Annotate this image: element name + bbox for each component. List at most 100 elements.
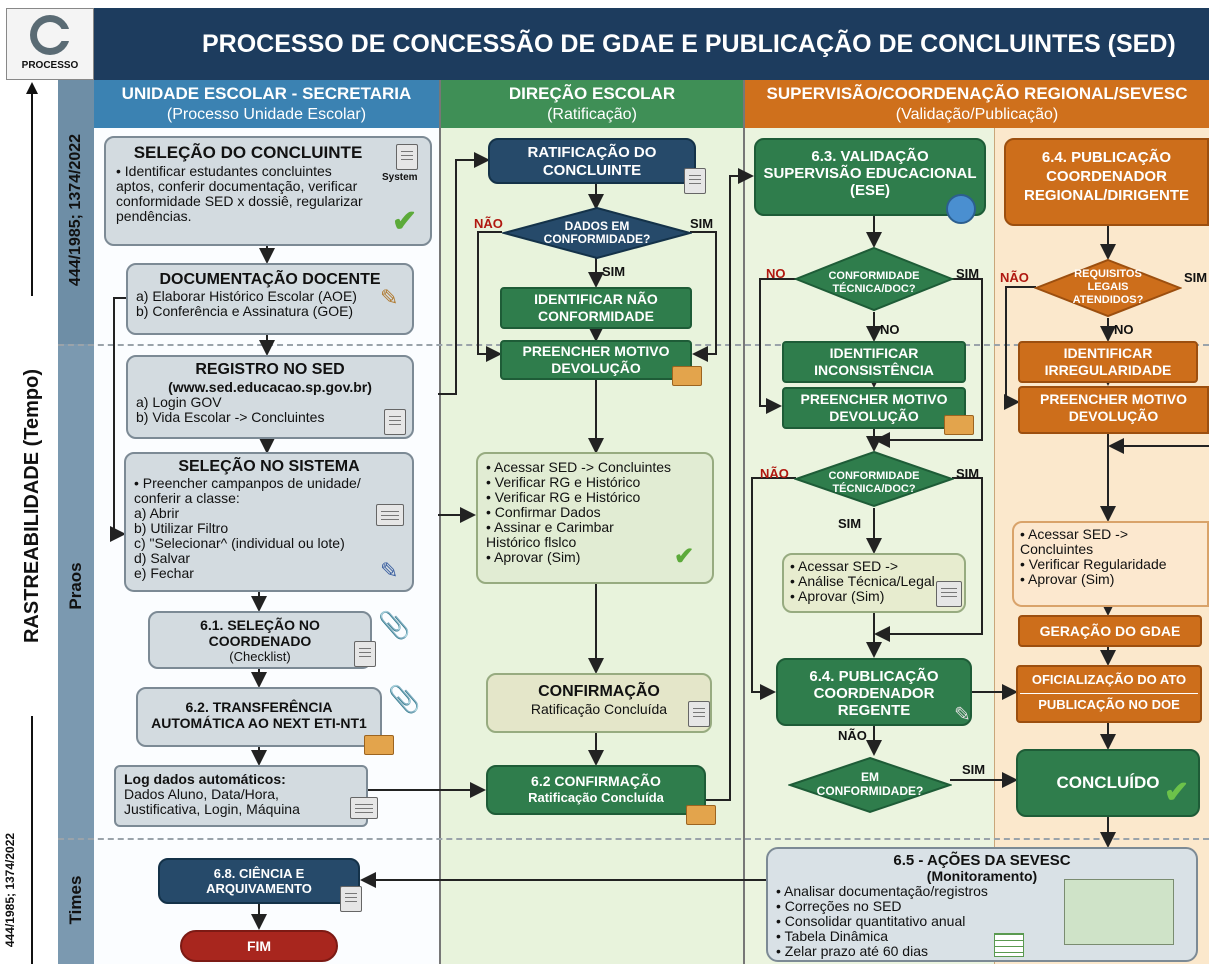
window-user-icon [376,504,404,526]
band-cell-praos: Praos [58,344,94,838]
band-cell-law: 444/1985; 1374/2022 [58,80,94,344]
checklist-icon: ✔ [674,543,695,570]
node-fim[interactable]: FIM [180,930,338,962]
edge-label-sim: SIM [956,266,980,281]
list-item: Preencher campanpos de unidade/ conferir… [134,476,390,506]
table-icon [994,933,1024,957]
node-title: SELEÇÃO NO SISTEMA [178,458,360,475]
node-log-dados[interactable]: Log dados automáticos: Dados Aluno, Data… [114,765,378,827]
edge-label-nao: NÃO [474,216,503,231]
document-icon [384,409,406,435]
node-title: 6.5 - AÇÕES DA SEVESC [893,852,1071,869]
decision-dados-conformidade[interactable] [502,206,692,260]
node-items: Identificar estudantes concluintes aptos… [116,164,420,224]
list-item: Verificar Regularidade [1020,557,1201,572]
decision-conformidade-tecnica-2[interactable] [794,450,954,508]
checklist-icon [684,168,706,194]
node-ratificacao-concluinte[interactable]: RATIFICAÇÃO DO CONCLUINTE [488,138,706,194]
node-checklist-regional[interactable]: Acessar SED -> Concluintes Verificar Reg… [1012,521,1209,607]
node-title: OFICIALIZAÇÃO DO ATO [1020,671,1198,694]
node-documentacao-docente[interactable]: DOCUMENTAÇÃO DOCENTE a) Elaborar Históri… [126,263,414,335]
pen-icon: ✎ [380,558,399,583]
node-checklist-direcao[interactable]: Acessar SED -> Concluintes Verificar RG … [476,452,714,584]
node-checklist-supervisao[interactable]: Acessar SED -> Análise Técnica/Legal Apr… [782,553,966,613]
node-title: IDENTIFICAR NÃO CONFORMIDADE [534,291,658,324]
decision-label: CONFORMIDADE TÉCNICA/DOC? [828,470,920,495]
lane-divider [994,128,995,964]
list-item: Identificar estudantes concluintes aptos… [116,164,370,224]
decision-em-conformidade[interactable] [788,756,952,814]
node-line: a) Elaborar Histórico Escolar (AOE) [136,288,357,304]
node-title: PREENCHER MOTIVO DEVOLUÇÃO [522,343,670,376]
edge-label-sim: SIM [690,216,714,231]
folder-icon [364,735,394,755]
node-title: 6.8. CIÊNCIA E ARQUIVAMENTO [206,866,312,896]
node-identificar-irregularidade[interactable]: IDENTIFICAR IRREGULARIDADE [1018,341,1198,383]
node-title: CONCLUÍDO [1056,773,1160,792]
lane-header-unidade: UNIDADE ESCOLAR - SECRETARIA (Processo U… [94,80,439,128]
node-concluido[interactable]: CONCLUÍDO ✔ [1016,749,1200,817]
node-line: a) Login GOV [136,394,222,410]
pencil-icon: ✎ [380,285,399,310]
band-cell-times: Times [58,838,94,964]
decision-requisitos-legais[interactable] [1034,258,1182,318]
node-title: 6.4. PUBLICAÇÃO COORDENADOR REGIONAL/DIR… [1023,149,1189,204]
node-6-8-ciencia-arquivamento[interactable]: 6.8. CIÊNCIA E ARQUIVAMENTO [158,858,362,912]
node-selecao-concluinte[interactable]: SELEÇÃO DO CONCLUINTE Identificar estuda… [104,136,432,246]
node-6-4-publicacao-dirigente[interactable]: 6.4. PUBLICAÇÃO COORDENADOR REGIONAL/DIR… [1004,138,1209,226]
node-6-4-publicacao-regente[interactable]: 6.4. PUBLICAÇÃO COORDENADOR REGENTE ✎ [776,658,972,726]
list-item: Zelar prazo até 60 dias [776,944,1188,959]
node-6-5-acoes-sevesc[interactable]: 6.5 - AÇÕES DA SEVESC (Monitoramento) An… [766,847,1198,962]
node-subtitle: PUBLICAÇÃO NO DOE [1038,697,1180,712]
edge-label-sim: SIM [962,762,986,777]
node-title: 6.4. PUBLICAÇÃO COORDENADOR REGENTE [809,668,939,719]
node-confirmacao[interactable]: CONFIRMAÇÃO Ratificação Concluída [486,673,712,733]
process-logo [6,8,94,80]
lane-header-supervisao: SUPERVISÃO/COORDENAÇÃO REGIONAL/SEVESC (… [745,80,1209,128]
node-preencher-motivo-supervisao[interactable]: PREENCHER MOTIVO DEVOLUÇÃO [782,387,974,435]
edit-icon: ✎ [954,704,971,726]
node-subtitle: (Monitoramento) [926,868,1038,884]
document-icon [354,641,376,667]
node-preencher-motivo-direcao[interactable]: PREENCHER MOTIVO DEVOLUÇÃO [500,340,702,386]
node-oficializacao-ato[interactable]: OFICIALIZAÇÃO DO ATO PUBLICAÇÃO NO DOE [1016,665,1202,723]
node-title: 6.1. SELEÇÃO NO COORDENADO [200,617,320,649]
checkmark-icon: ✔ [1164,776,1190,809]
node-6-2-transferencia[interactable]: 6.2. TRANSFERÊNCIA AUTOMÁTICA AO NEXT ET… [136,687,394,755]
document-icon [340,886,362,912]
edge-label-nao: NÃO [838,728,867,743]
node-line: a) Abrir [134,505,180,521]
globe-icon [946,194,976,224]
edge-label-nao: NÃO [1000,270,1029,285]
node-identificar-inconsistencia[interactable]: IDENTIFICAR INCONSISTÊNCIA [782,341,966,383]
node-subtitle: Ratificação Concluída [530,701,668,717]
list-item: Analisar documentação/registros [776,884,1188,899]
paperclip-icon: 📎 [388,684,421,714]
node-selecao-sistema[interactable]: SELEÇÃO NO SISTEMA Preencher campanpos d… [124,452,414,592]
document-icon [688,701,710,727]
decision-conformidade-tecnica-1[interactable] [794,246,954,312]
node-registro-sed[interactable]: REGISTRO NO SED (www.sed.educacao.sp.gov… [126,355,414,439]
node-6-3-validacao[interactable]: 6.3. VALIDAÇÃO SUPERVISÃO EDUCACIONAL (E… [754,138,986,224]
page-title: PROCESSO DE CONCESSÃO DE GDAE E PUBLICAÇ… [94,8,1209,80]
edge-label-sim: SIM [956,466,980,481]
lane-subtitle: (Validação/Publicação) [895,106,1059,123]
lane-divider [439,80,441,964]
node-line: c) "Selecionar^ (individual ou lote) [134,535,345,551]
node-geracao-gdae[interactable]: GERAÇÃO DO GDAE [1018,615,1202,647]
node-title: PREENCHER MOTIVO DEVOLUÇÃO [1039,391,1187,424]
list-item: Confirmar Dados [486,505,704,520]
node-items: Analisar documentação/registros Correçõe… [776,884,1188,959]
node-title: IDENTIFICAR IRREGULARIDADE [1044,345,1172,378]
node-title: CONFIRMAÇÃO [538,683,660,700]
node-6-1-selecao-coordenado[interactable]: 6.1. SELEÇÃO NO COORDENADO (Checklist) [148,611,376,669]
node-6-2-confirmacao[interactable]: 6.2 CONFIRMAÇÃO Ratificação Concluída [486,765,716,825]
node-line: Justificativa, Login, Máquina [124,801,300,817]
node-line: b) Utilizar Filtro [134,520,229,536]
edge-label-no: NO [880,322,900,337]
node-identificar-nao-conformidade[interactable]: IDENTIFICAR NÃO CONFORMIDADE [500,287,692,329]
document-icon [936,581,962,607]
node-line: Dados Aluno, Data/Hora, [124,786,279,802]
node-title: 6.2 CONFIRMAÇÃO [531,773,661,789]
node-preencher-motivo-regional[interactable]: PREENCHER MOTIVO DEVOLUÇÃO [1018,386,1209,434]
